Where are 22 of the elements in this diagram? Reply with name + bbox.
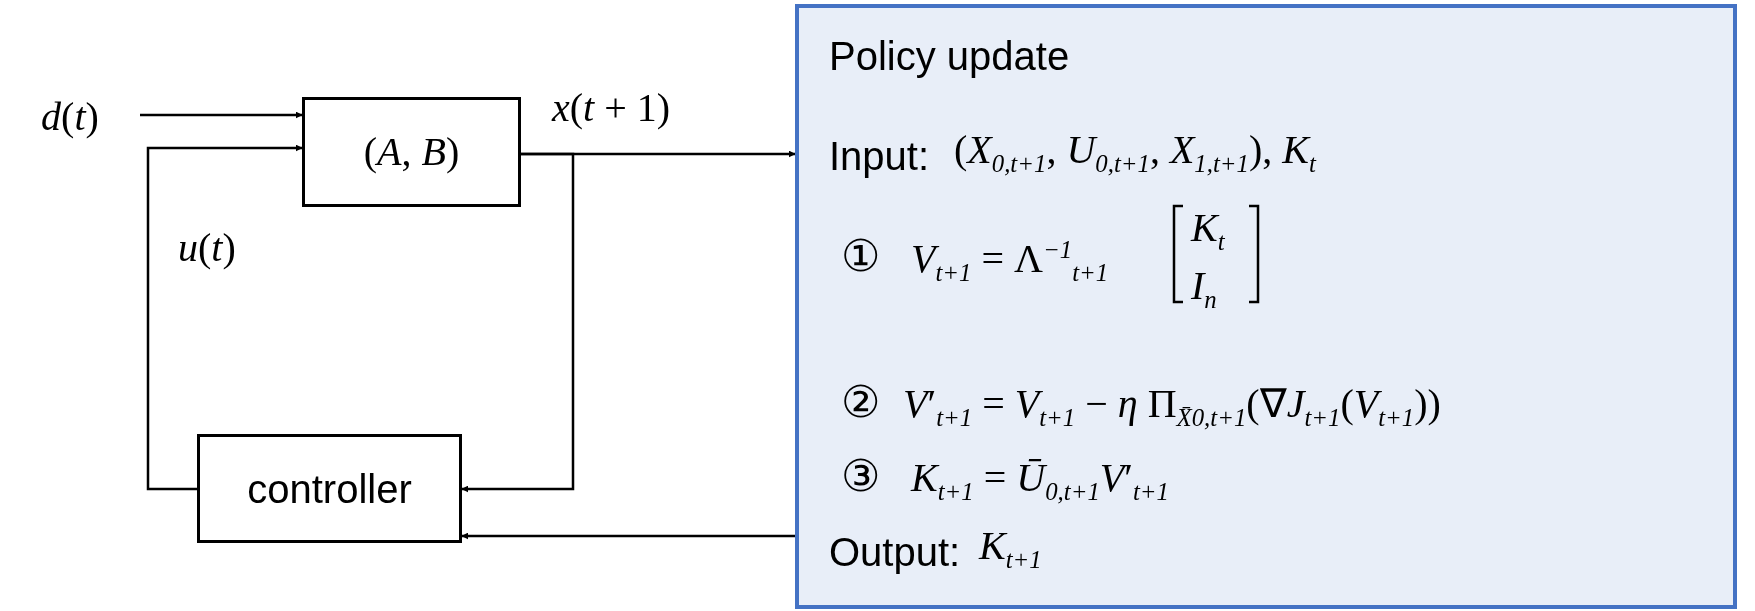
matrix-entry: K$_{t}$ (1191, 208, 1225, 255)
update-formula: V′$_{t+1}$ = V$_{t+1}$ − η Π$_{X̄0,t+1}$(∇J$_{t+1}$(V$_{t+1}$)) (903, 384, 1441, 431)
arrow (461, 152, 575, 493)
output-label: Output: (829, 532, 961, 572)
block-label: controller (247, 468, 412, 509)
policy-update-panel (795, 4, 1737, 609)
panel-title: Policy update (829, 36, 1070, 76)
signal-label: d(t) (41, 97, 99, 137)
block-label: (A, B) (363, 132, 460, 172)
step-number: ① (841, 234, 880, 278)
matrix-entry: I$_{n}$ (1191, 266, 1217, 313)
step-number: ② (841, 380, 880, 424)
step-number: ③ (841, 454, 880, 498)
system-block (302, 97, 521, 207)
arrow (461, 532, 795, 540)
input-label: Input: (829, 136, 930, 176)
update-formula: K$_{t+1}$ = Ū$_{0,t+1}$V′$_{t+1}$ (911, 458, 1169, 505)
arrow (146, 144, 303, 491)
controller-block (197, 434, 462, 543)
input-formula: (X$_{0,t+1}$, U$_{0,t+1}$, X$_{1,t+1}$), K$_{t}$ (954, 130, 1316, 177)
output-formula: K$_{t+1}$ (979, 526, 1042, 573)
arrow (140, 111, 303, 119)
